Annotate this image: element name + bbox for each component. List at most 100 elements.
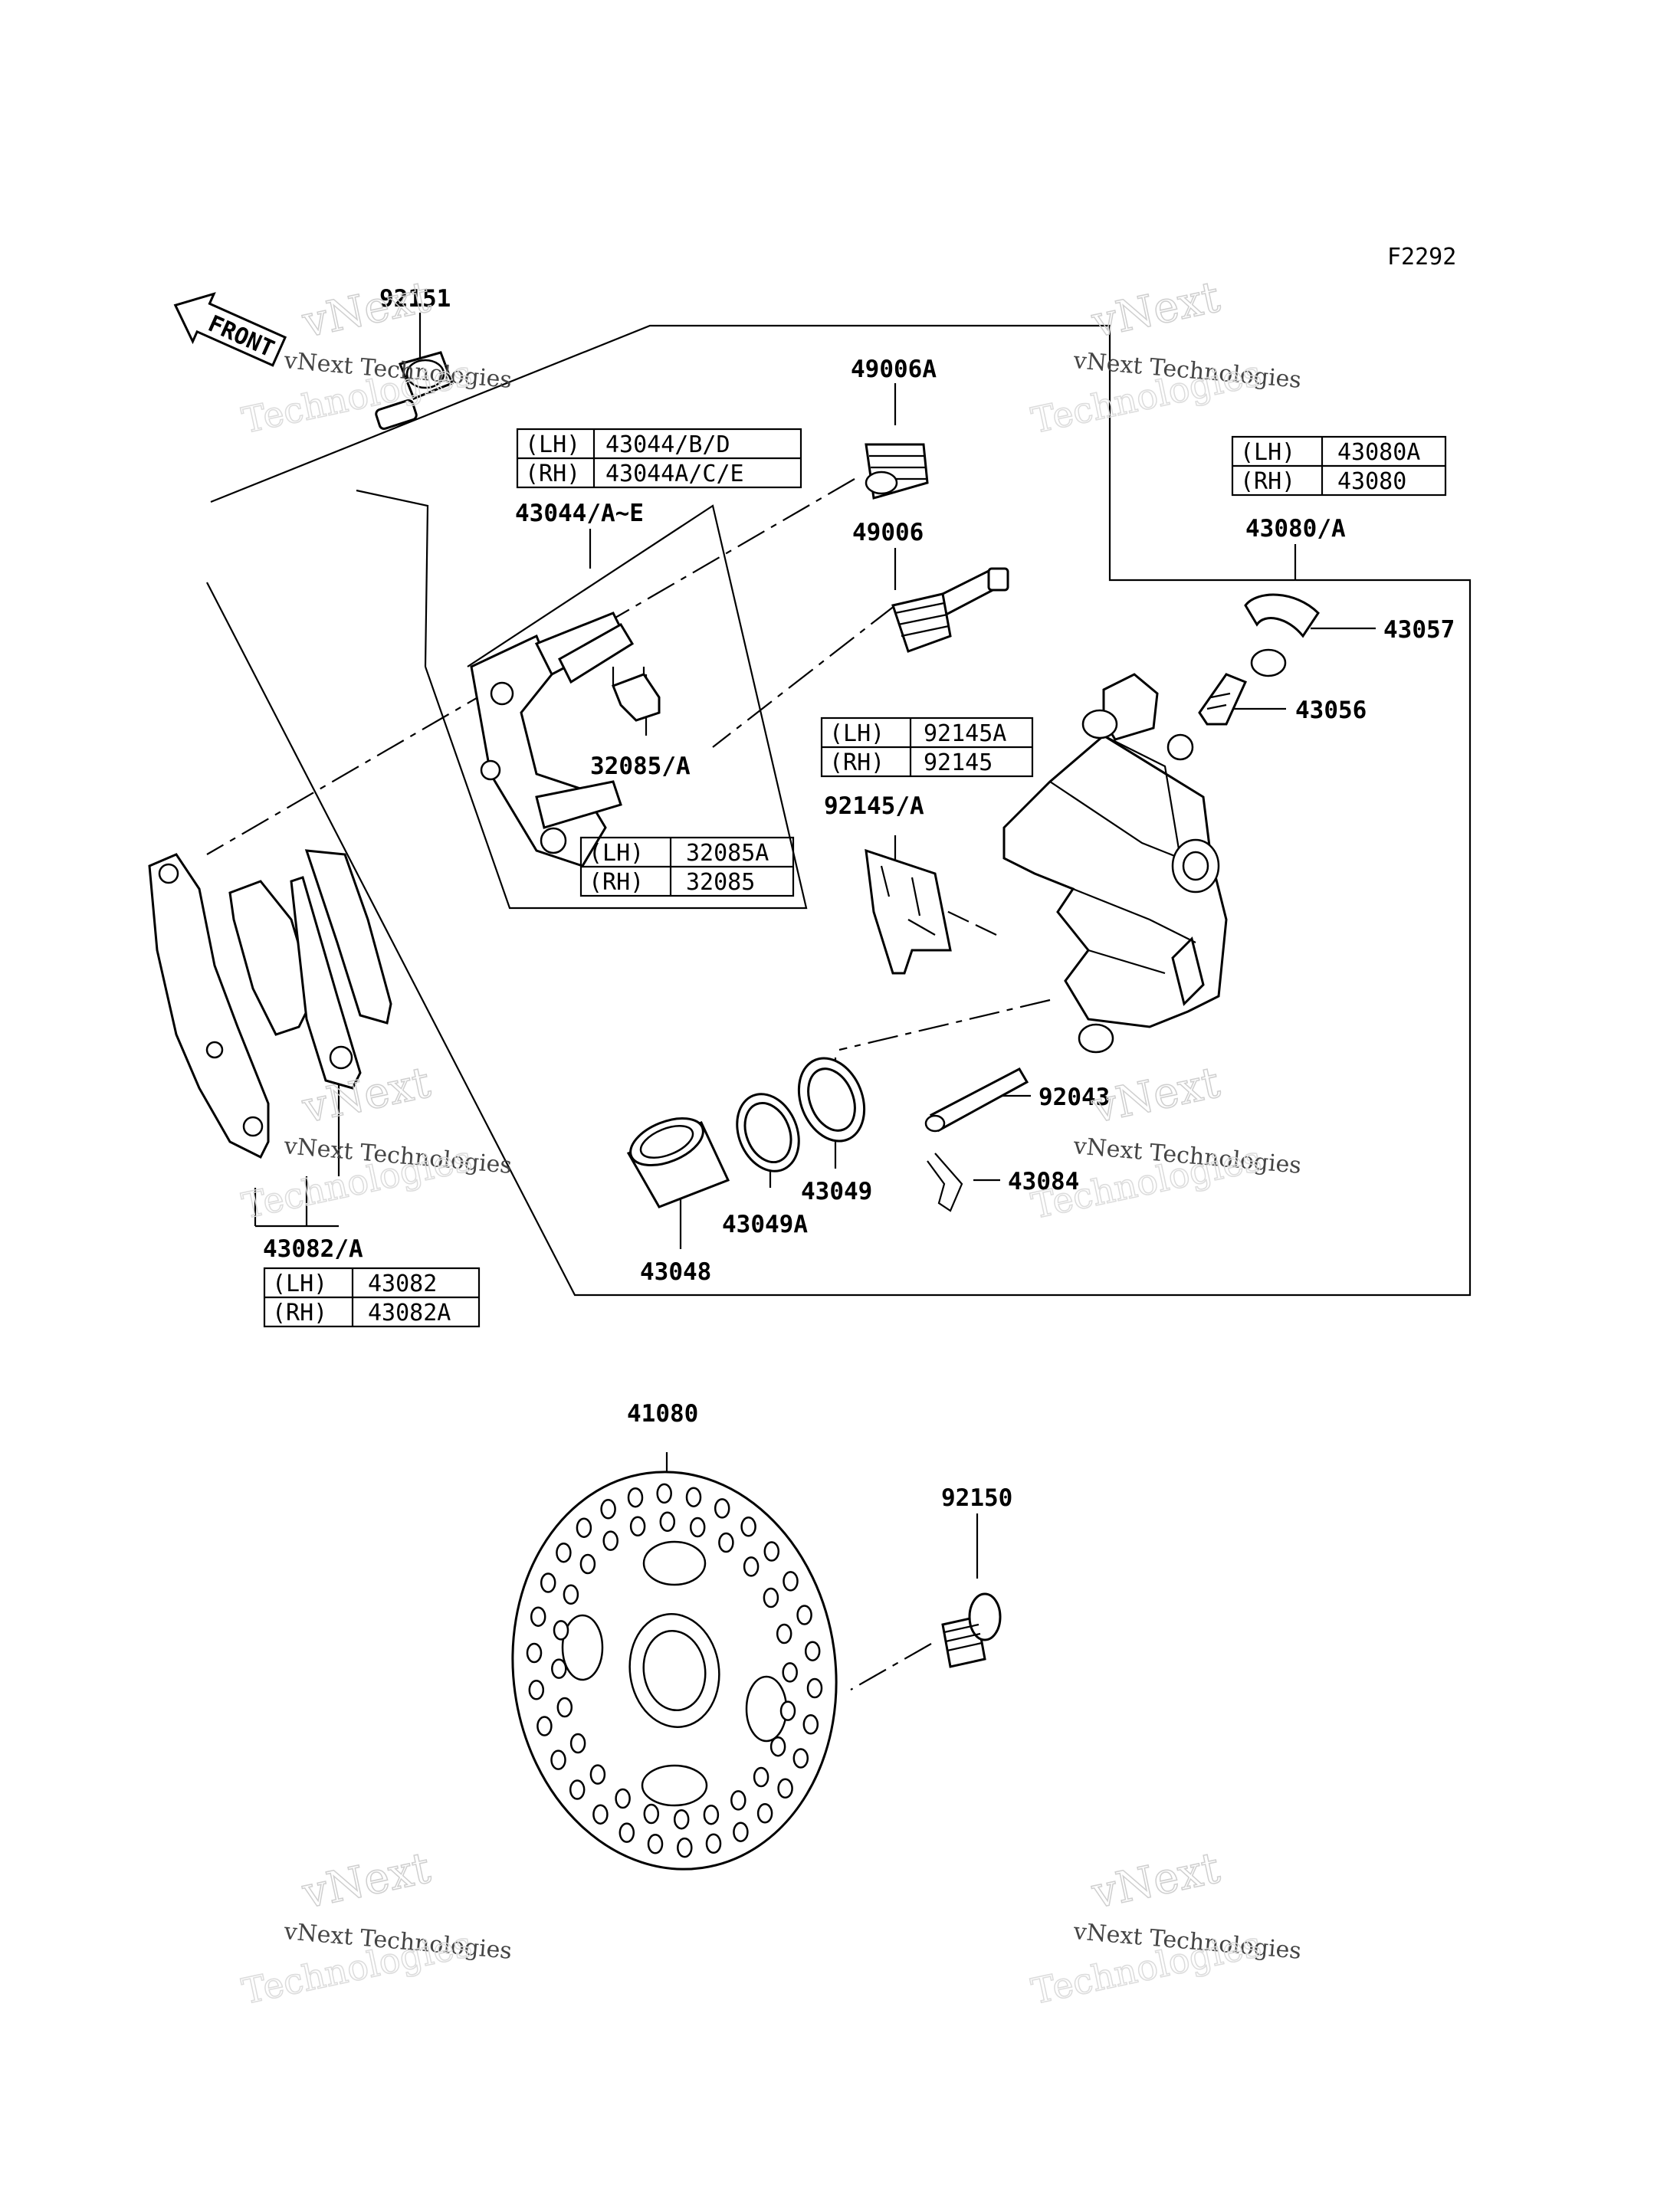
disc-vent-hole bbox=[733, 1822, 749, 1842]
disc-vent-hole bbox=[776, 1623, 792, 1644]
label-41080: 41080 bbox=[627, 1400, 698, 1428]
part-43049-piston-seal bbox=[797, 1057, 866, 1143]
part-43080-caliper-body bbox=[1002, 673, 1228, 1054]
label-32085: 32085/A bbox=[590, 753, 691, 780]
figure-code: F2292 bbox=[1387, 244, 1456, 271]
svg-text:92145: 92145 bbox=[924, 749, 993, 776]
disc-vent-hole bbox=[569, 1779, 586, 1800]
svg-text:(RH): (RH) bbox=[1240, 468, 1295, 495]
svg-text:43044/B/D: 43044/B/D bbox=[605, 431, 730, 458]
disc-vent-hole bbox=[783, 1571, 799, 1592]
svg-text:(LH): (LH) bbox=[272, 1271, 327, 1297]
label-49006: 49006 bbox=[852, 519, 924, 546]
svg-text:vNext: vNext bbox=[1087, 1843, 1224, 1919]
svg-text:92145A: 92145A bbox=[924, 720, 1006, 747]
disc-vent-hole bbox=[629, 1516, 646, 1537]
table-92145: (LH) 92145A (RH) 92145 bbox=[820, 716, 1034, 778]
disc-vent-hole bbox=[602, 1530, 619, 1551]
label-92151: 92151 bbox=[379, 285, 451, 313]
label-43056: 43056 bbox=[1295, 697, 1367, 724]
svg-text:43080: 43080 bbox=[1337, 468, 1406, 495]
part-49006a-boot bbox=[865, 443, 929, 500]
label-43044: 43044/A~E bbox=[515, 500, 644, 527]
table-43082: (LH) 43082 (RH) 43082A bbox=[263, 1267, 481, 1328]
svg-text:32085: 32085 bbox=[686, 869, 755, 896]
part-labels: 92151 49006A 43044/A~E 49006 43080/A 430… bbox=[263, 285, 1455, 1512]
part-43057-cap bbox=[1244, 593, 1320, 677]
disc-vent-hole bbox=[619, 1822, 635, 1843]
label-92145: 92145/A bbox=[824, 792, 924, 820]
svg-text:vNext: vNext bbox=[297, 272, 435, 348]
part-92150-bolt bbox=[941, 1592, 1002, 1668]
part-32085-clip bbox=[612, 667, 661, 722]
svg-text:43082: 43082 bbox=[368, 1271, 437, 1297]
table-43044: (LH) 43044/B/D (RH) 43044A/C/E bbox=[516, 428, 802, 489]
svg-text:vNext: vNext bbox=[297, 1058, 435, 1133]
part-43049a-dust-seal bbox=[736, 1093, 800, 1172]
disc-vent-hole bbox=[743, 1556, 760, 1577]
svg-text:(RH): (RH) bbox=[829, 749, 884, 776]
watermark-bottom-right: vNext vNext Technologies Technologies bbox=[1027, 1842, 1302, 2012]
disc-vent-hole bbox=[763, 1541, 780, 1562]
label-43080: 43080/A bbox=[1245, 515, 1346, 543]
svg-text:vNext: vNext bbox=[1087, 1058, 1224, 1133]
part-43048-piston bbox=[626, 1117, 730, 1208]
disc-vent-hole bbox=[553, 1620, 569, 1641]
watermark-top-right: vNext vNext Technologies Technologies bbox=[1027, 271, 1302, 441]
svg-text:43080A: 43080A bbox=[1337, 439, 1420, 466]
disc-vent-hole bbox=[689, 1517, 706, 1538]
disc-vent-hole bbox=[730, 1790, 746, 1811]
label-43048: 43048 bbox=[640, 1258, 711, 1286]
disc-vent-hole bbox=[526, 1642, 543, 1664]
disc-vent-hole bbox=[569, 1733, 586, 1754]
svg-text:(LH): (LH) bbox=[1240, 439, 1295, 466]
disc-vent-hole bbox=[643, 1803, 660, 1825]
label-49006a: 49006A bbox=[851, 356, 937, 383]
disc-vent-hole bbox=[779, 1700, 796, 1721]
watermark-mid-left: vNext vNext Technologies Technologies bbox=[238, 1057, 513, 1227]
disc-vent-hole bbox=[782, 1662, 798, 1683]
table-43080: (LH) 43080A (RH) 43080 bbox=[1231, 435, 1447, 497]
disc-vent-hole bbox=[677, 1837, 693, 1858]
label-92043: 92043 bbox=[1039, 1084, 1110, 1111]
disc-vent-hole bbox=[528, 1680, 545, 1700]
part-92043-pin bbox=[924, 1067, 1029, 1133]
disc-vent-hole bbox=[714, 1498, 730, 1519]
svg-text:(LH): (LH) bbox=[589, 840, 644, 867]
disc-vent-hole bbox=[769, 1736, 786, 1757]
disc-vent-hole bbox=[556, 1542, 572, 1563]
watermark-bottom-left: vNext vNext Technologies Technologies bbox=[238, 1842, 513, 2012]
disc-vent-hole bbox=[563, 1584, 579, 1605]
svg-text:(RH): (RH) bbox=[589, 869, 644, 896]
disc-vent-hole bbox=[685, 1487, 702, 1507]
label-43057: 43057 bbox=[1383, 616, 1455, 644]
part-43044-bracket bbox=[470, 612, 635, 867]
disc-vent-hole bbox=[627, 1487, 644, 1508]
part-43084-cotter-pin bbox=[927, 1153, 963, 1212]
disc-vent-hole bbox=[777, 1778, 793, 1799]
label-43082: 43082/A bbox=[263, 1235, 363, 1263]
disc-vent-hole bbox=[673, 1808, 690, 1830]
disc-vent-hole bbox=[756, 1803, 773, 1824]
svg-text:(RH): (RH) bbox=[525, 461, 580, 487]
disc-vent-hole bbox=[740, 1517, 756, 1537]
disc-vent-hole bbox=[802, 1714, 819, 1735]
disc-vent-hole bbox=[792, 1748, 809, 1769]
svg-text:32085A: 32085A bbox=[686, 840, 769, 867]
disc-vent-hole bbox=[530, 1606, 546, 1627]
svg-text:vNext: vNext bbox=[297, 1843, 435, 1919]
front-arrow-icon: FRONT bbox=[173, 292, 287, 367]
caliper-assembly-outline bbox=[206, 324, 1472, 1297]
part-41080-brake-disc bbox=[511, 1471, 838, 1871]
disc-vent-hole bbox=[659, 1511, 676, 1533]
disc-vent-hole bbox=[705, 1833, 722, 1854]
label-92150: 92150 bbox=[941, 1484, 1012, 1512]
svg-text:43044A/C/E: 43044A/C/E bbox=[605, 461, 744, 487]
disc-vent-hole bbox=[589, 1764, 606, 1785]
label-43084: 43084 bbox=[1008, 1168, 1079, 1195]
disc-vent-hole bbox=[806, 1677, 823, 1699]
disc-vent-hole bbox=[576, 1517, 592, 1538]
disc-vent-hole bbox=[579, 1553, 596, 1575]
part-92151-bolt bbox=[375, 351, 454, 431]
